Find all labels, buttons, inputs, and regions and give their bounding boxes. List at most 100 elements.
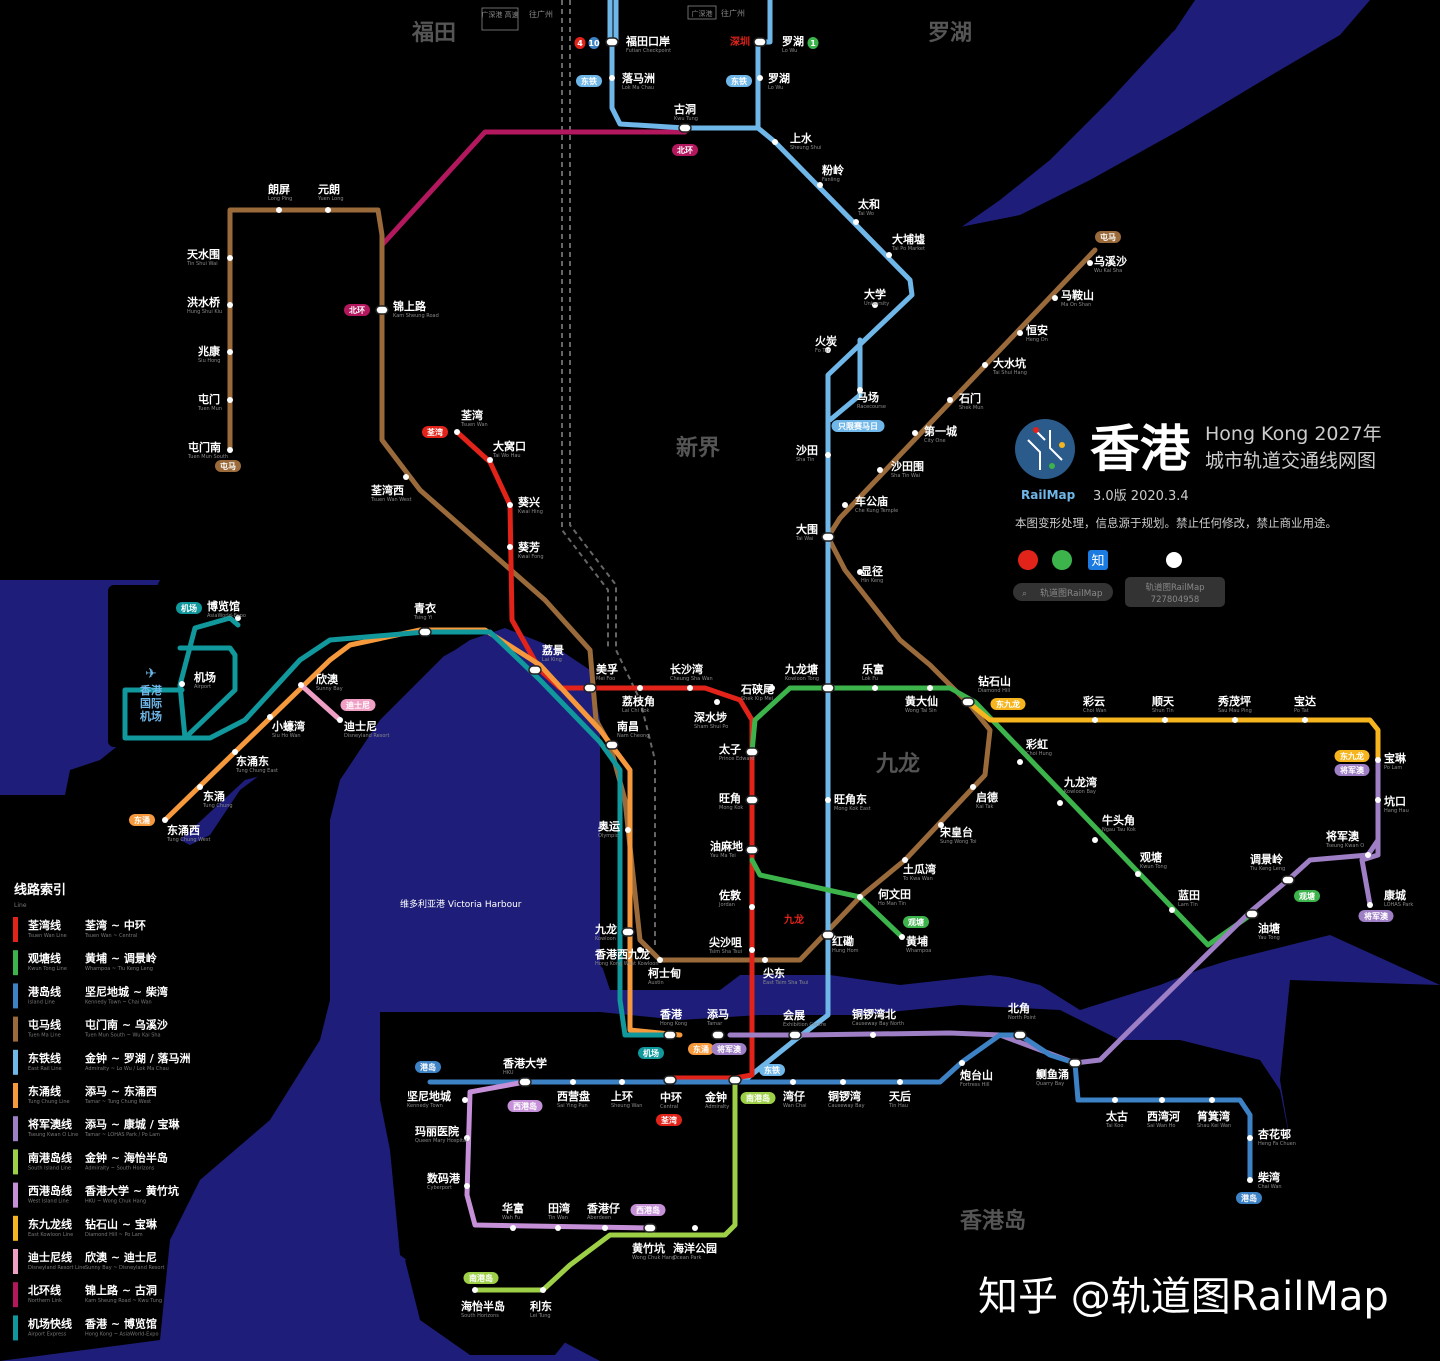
- wechat-icon[interactable]: [1052, 550, 1072, 570]
- qq-group-pill[interactable]: [1125, 577, 1225, 607]
- zhihu-icon[interactable]: [1088, 550, 1108, 570]
- qq-icon[interactable]: [1166, 552, 1182, 568]
- weibo-icon[interactable]: [1018, 550, 1038, 570]
- search-handle-pill[interactable]: [1013, 583, 1113, 601]
